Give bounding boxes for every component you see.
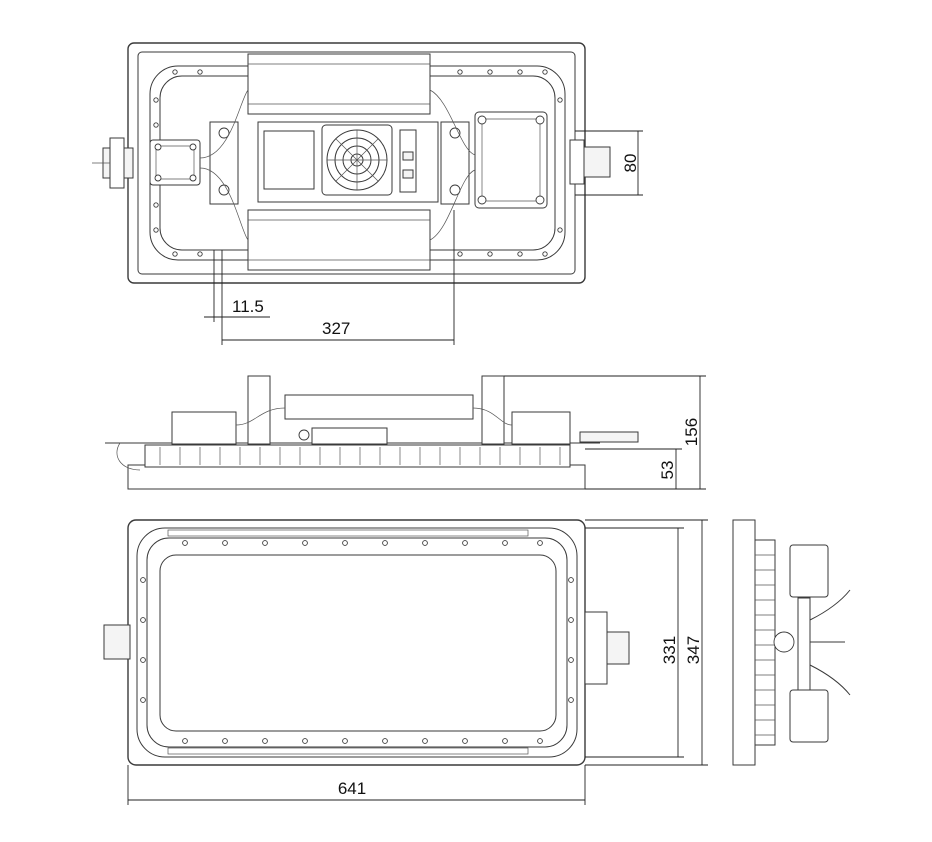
cable-right-lower (429, 169, 476, 241)
left-box-screw-br (189, 174, 197, 182)
side-view-left-box (171, 411, 237, 445)
end-view (732, 519, 851, 766)
front-view-housing (127, 519, 586, 766)
front-view-lens (159, 554, 557, 732)
front-view-gasket-outer (136, 527, 578, 758)
side-view-fan (311, 427, 388, 445)
front-view-right-tube (606, 631, 630, 665)
lower-driver (247, 209, 431, 271)
end-view-post (797, 597, 811, 691)
end-view-lower-box (789, 689, 829, 743)
front-view-screws (140, 540, 574, 744)
dim-331-label: 331 (660, 636, 679, 664)
end-view-upper-box (789, 544, 829, 598)
dim-53-label: 53 (658, 461, 677, 480)
left-mount-plate (109, 137, 125, 189)
end-view-heatsink (754, 539, 776, 746)
side-view-cable-mid-left (235, 407, 286, 426)
dim-641-label: 641 (338, 779, 366, 798)
right-box-screw-br (535, 195, 545, 205)
right-box-screw-tl (477, 115, 487, 125)
front-view: 331 347 641 (103, 519, 708, 805)
side-view-right-box (511, 411, 571, 445)
right-box-screw-tr (535, 115, 545, 125)
dim-11-5-label: 11.5 (232, 297, 264, 316)
side-view-cable-mid-right (472, 407, 513, 426)
left-junction-box-lid (155, 145, 195, 180)
side-view-base (127, 464, 586, 490)
right-box-screw-bl (477, 195, 487, 205)
end-view-fins (755, 554, 775, 736)
central-plate (257, 121, 439, 203)
top-view: 11.5 327 80 (92, 42, 643, 345)
top-view-perimeter-screws (153, 69, 563, 257)
end-view-bracket-arm-bottom (809, 664, 851, 696)
side-view-fan-knob (298, 429, 310, 441)
dim-80-label: 80 (621, 154, 640, 173)
side-view-driver (284, 394, 474, 420)
left-junction-box (149, 139, 201, 186)
side-view: 156 53 (105, 375, 706, 490)
front-view-bottom-slots (167, 747, 529, 755)
side-view-left-post (247, 375, 271, 445)
cooling-fan-strut-d2 (335, 138, 379, 182)
left-box-screw-bl (154, 174, 162, 182)
right-junction-box (474, 111, 548, 209)
side-view-right-post (481, 375, 505, 445)
connector-strip (399, 129, 417, 193)
left-box-screw-tl (154, 143, 162, 151)
side-view-heatsink (144, 444, 571, 468)
end-view-bracket-arm-top (809, 589, 851, 621)
connector-block-2 (402, 169, 414, 179)
front-view-gasket-mid (146, 537, 568, 748)
end-view-body (732, 519, 756, 766)
front-view-left-tube (103, 624, 131, 660)
side-view-heatsink-fins (159, 447, 561, 465)
connector-block-1 (402, 151, 414, 161)
front-view-right-bracket (584, 611, 608, 685)
side-view-cable-left (116, 442, 141, 471)
right-junction-box-lid (481, 118, 541, 202)
left-bar-hole-top (218, 127, 230, 139)
upper-driver (247, 53, 431, 115)
dim-156-label: 156 (682, 418, 701, 446)
left-box-screw-tr (189, 143, 197, 151)
front-view-top-slots (167, 529, 529, 537)
central-plate-window (263, 130, 315, 190)
cable-left-lower (199, 167, 249, 241)
right-mount-plate (569, 139, 585, 185)
dim-327-label: 327 (322, 319, 350, 338)
side-view-right-tube (579, 431, 639, 443)
cable-right-upper (429, 89, 476, 156)
cable-left-upper (199, 89, 249, 159)
end-view-knob (773, 631, 795, 653)
dim-347-label: 347 (684, 636, 703, 664)
